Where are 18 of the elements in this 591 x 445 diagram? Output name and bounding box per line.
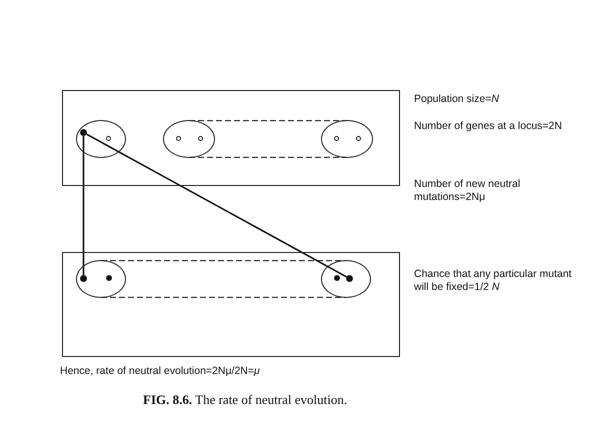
figure-caption: FIG. 8.6. The rate of neutral evolution. xyxy=(143,392,348,408)
lineage-line xyxy=(86,133,347,278)
gene-dot xyxy=(80,275,87,282)
conclusion-text: Hence, rate of neutral evolution=2Nμ/2N=μ xyxy=(60,365,261,378)
population-box xyxy=(62,90,400,186)
individual-ellipse xyxy=(163,120,215,158)
gene-dot xyxy=(80,129,87,136)
gene-dot xyxy=(346,275,353,282)
annotation-text: Number of new neutral mutations=2Nμ xyxy=(414,178,522,204)
annotation-text: Population size=N xyxy=(414,93,500,106)
lineage-line xyxy=(82,136,84,275)
individual-ellipse xyxy=(76,260,126,298)
annotation-text: Number of genes at a locus=2N xyxy=(414,120,563,133)
individual-ellipse xyxy=(76,120,126,158)
individual-ellipse xyxy=(321,120,373,158)
individual-ellipse xyxy=(321,260,371,298)
population-box xyxy=(62,252,400,357)
annotation-text: Chance that any particular mutant will be fixed=1/2 N xyxy=(414,268,573,294)
